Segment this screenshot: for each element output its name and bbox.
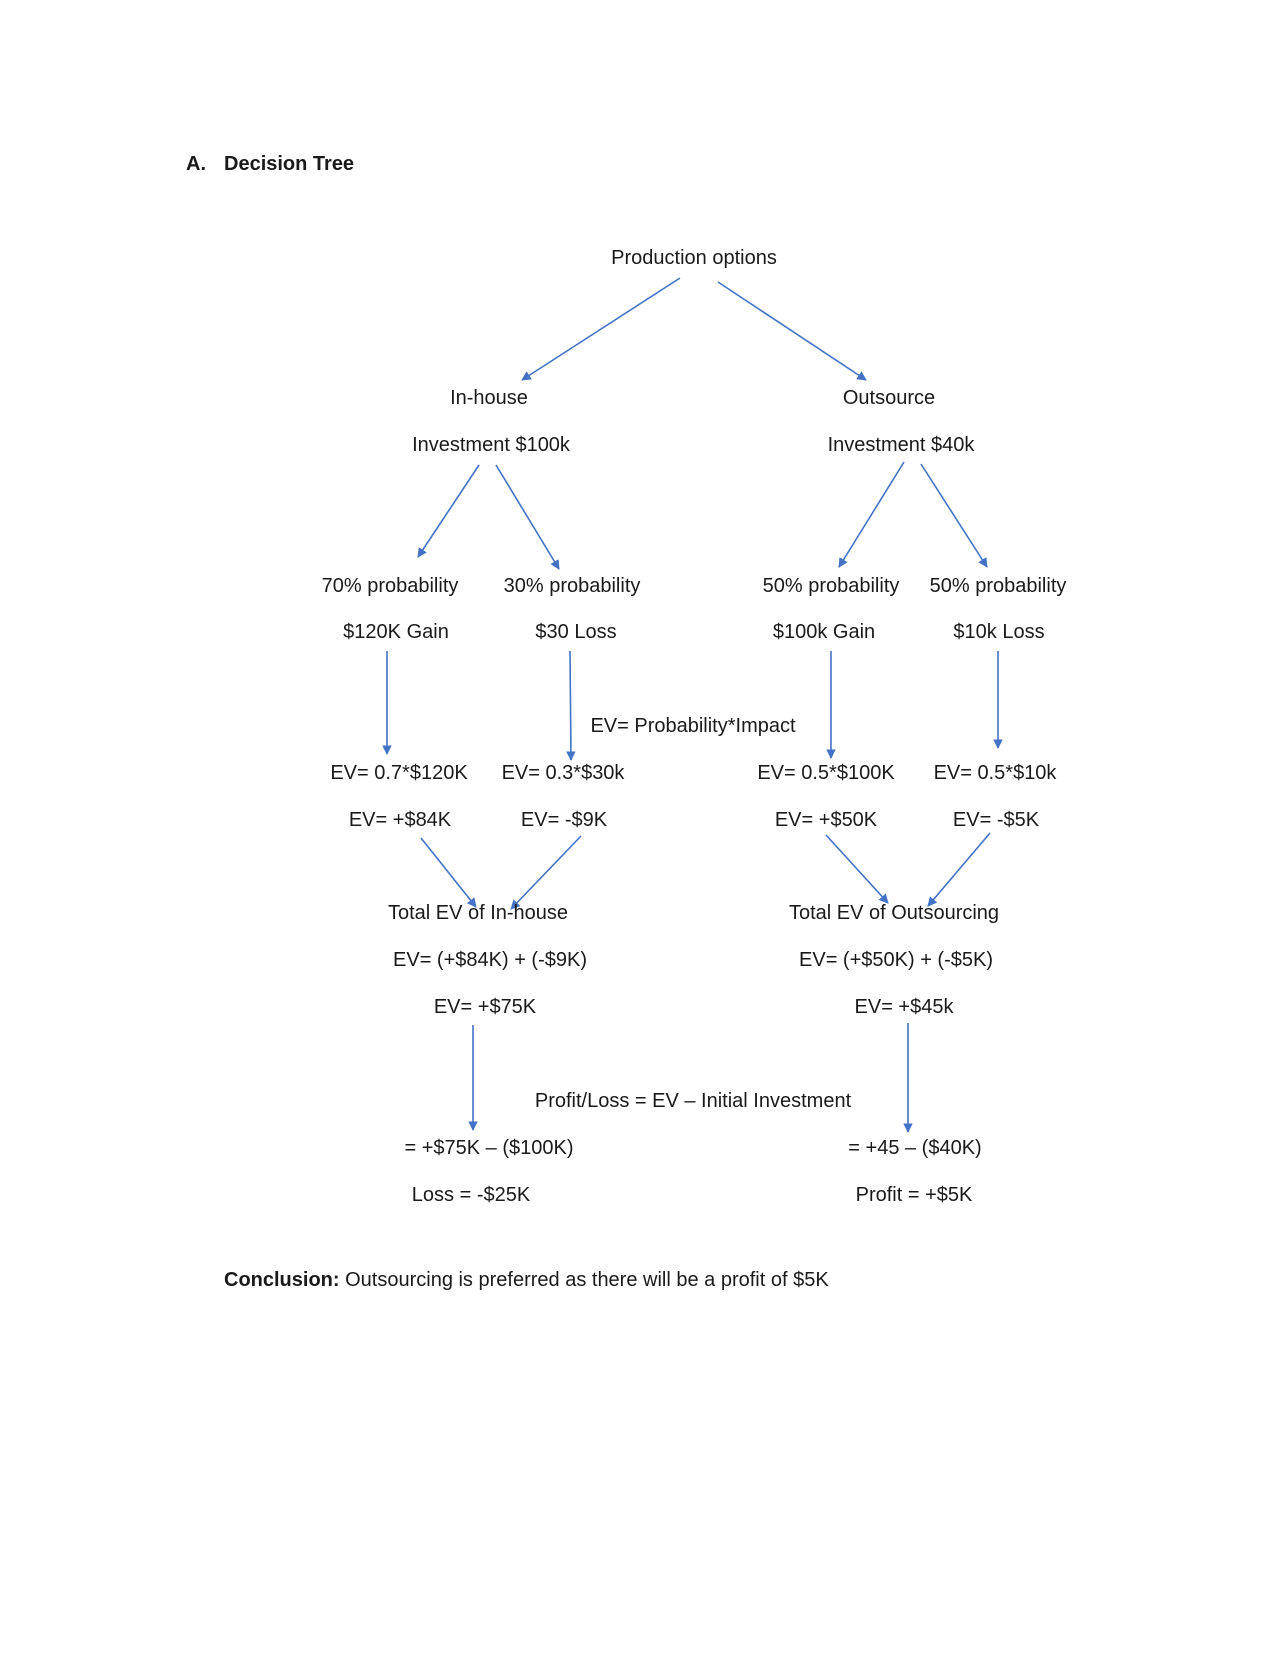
inhouse-branch-b-ev-value: EV= -$9K: [520, 809, 608, 831]
outsource-branch-b-impact: $10k Loss: [953, 621, 1045, 643]
inhouse-title: In-house: [450, 387, 528, 409]
arrow-outsource-to-branch-b: [920, 463, 988, 568]
arrow-inhouse-to-branch-a: [417, 464, 480, 558]
section-title: Decision Tree: [224, 153, 355, 175]
outsource-branch-a-probability: 50% probability: [762, 575, 900, 597]
inhouse-branch-b-impact: $30 Loss: [535, 621, 617, 643]
inhouse-branch-a-impact: $120K Gain: [343, 621, 449, 643]
inhouse-investment: Investment $100k: [412, 434, 570, 456]
inhouse-total-formula: EV= (+$84K) + (-$9K): [393, 949, 587, 971]
section-number: A.: [186, 153, 206, 175]
outsource-total-formula: EV= (+$50K) + (-$5K): [799, 949, 993, 971]
arrow-root-to-outsource: [717, 281, 867, 381]
outsource-result: Profit = +$5K: [855, 1184, 973, 1206]
inhouse-branch-b-ev-formula: EV= 0.3*$30k: [501, 762, 625, 784]
profit-loss-definition: Profit/Loss = EV – Initial Investment: [534, 1090, 852, 1112]
arrow-inhouse-b-to-ev: [566, 650, 576, 761]
conclusion-text: Outsourcing is preferred as there will b…: [339, 1269, 829, 1291]
inhouse-pl-formula: = +$75K – ($100K): [404, 1137, 574, 1159]
outsource-branch-a-ev-formula: EV= 0.5*$100K: [757, 762, 895, 784]
outsource-branch-b-ev-formula: EV= 0.5*$10k: [933, 762, 1057, 784]
outsource-branch-b-probability: 50% probability: [929, 575, 1067, 597]
inhouse-result: Loss = -$25K: [411, 1184, 531, 1206]
outsource-title: Outsource: [842, 387, 936, 409]
arrow-outsource-to-branch-a: [838, 461, 905, 568]
outsource-branch-a-impact: $100k Gain: [772, 621, 876, 643]
arrow-outsource-ev-a-to-total: [825, 834, 889, 904]
arrow-inhouse-ev-b-to-total: [510, 835, 582, 910]
inhouse-branch-b-probability: 30% probability: [503, 575, 641, 597]
outsource-pl-formula: = +45 – ($40K): [848, 1137, 982, 1159]
inhouse-total-value: EV= +$75K: [433, 996, 537, 1018]
arrow-root-to-inhouse: [521, 277, 681, 381]
inhouse-branch-a-ev-formula: EV= 0.7*$120K: [330, 762, 468, 784]
conclusion-label: Conclusion:: [224, 1269, 340, 1291]
outsource-total-value: EV= +$45k: [854, 996, 954, 1018]
outsource-total-title: Total EV of Outsourcing: [788, 902, 1000, 924]
inhouse-branch-a-probability: 70% probability: [321, 575, 459, 597]
outsource-branch-b-ev-value: EV= -$5K: [952, 809, 1040, 831]
conclusion: Conclusion: Outsourcing is preferred as …: [224, 1268, 829, 1292]
outsource-investment: Investment $40k: [827, 434, 975, 456]
root-node: Production options: [611, 247, 777, 269]
section-heading: A. Decision Tree: [186, 152, 354, 176]
inhouse-total-title: Total EV of In-house: [387, 902, 569, 924]
arrow-outsource-ev-b-to-total: [927, 832, 991, 907]
arrow-inhouse-to-branch-b: [495, 464, 560, 570]
ev-definition: EV= Probability*Impact: [590, 715, 796, 737]
outsource-branch-a-ev-value: EV= +$50K: [774, 809, 878, 831]
inhouse-branch-a-ev-value: EV= +$84K: [348, 809, 452, 831]
arrow-inhouse-ev-a-to-total: [420, 837, 477, 908]
